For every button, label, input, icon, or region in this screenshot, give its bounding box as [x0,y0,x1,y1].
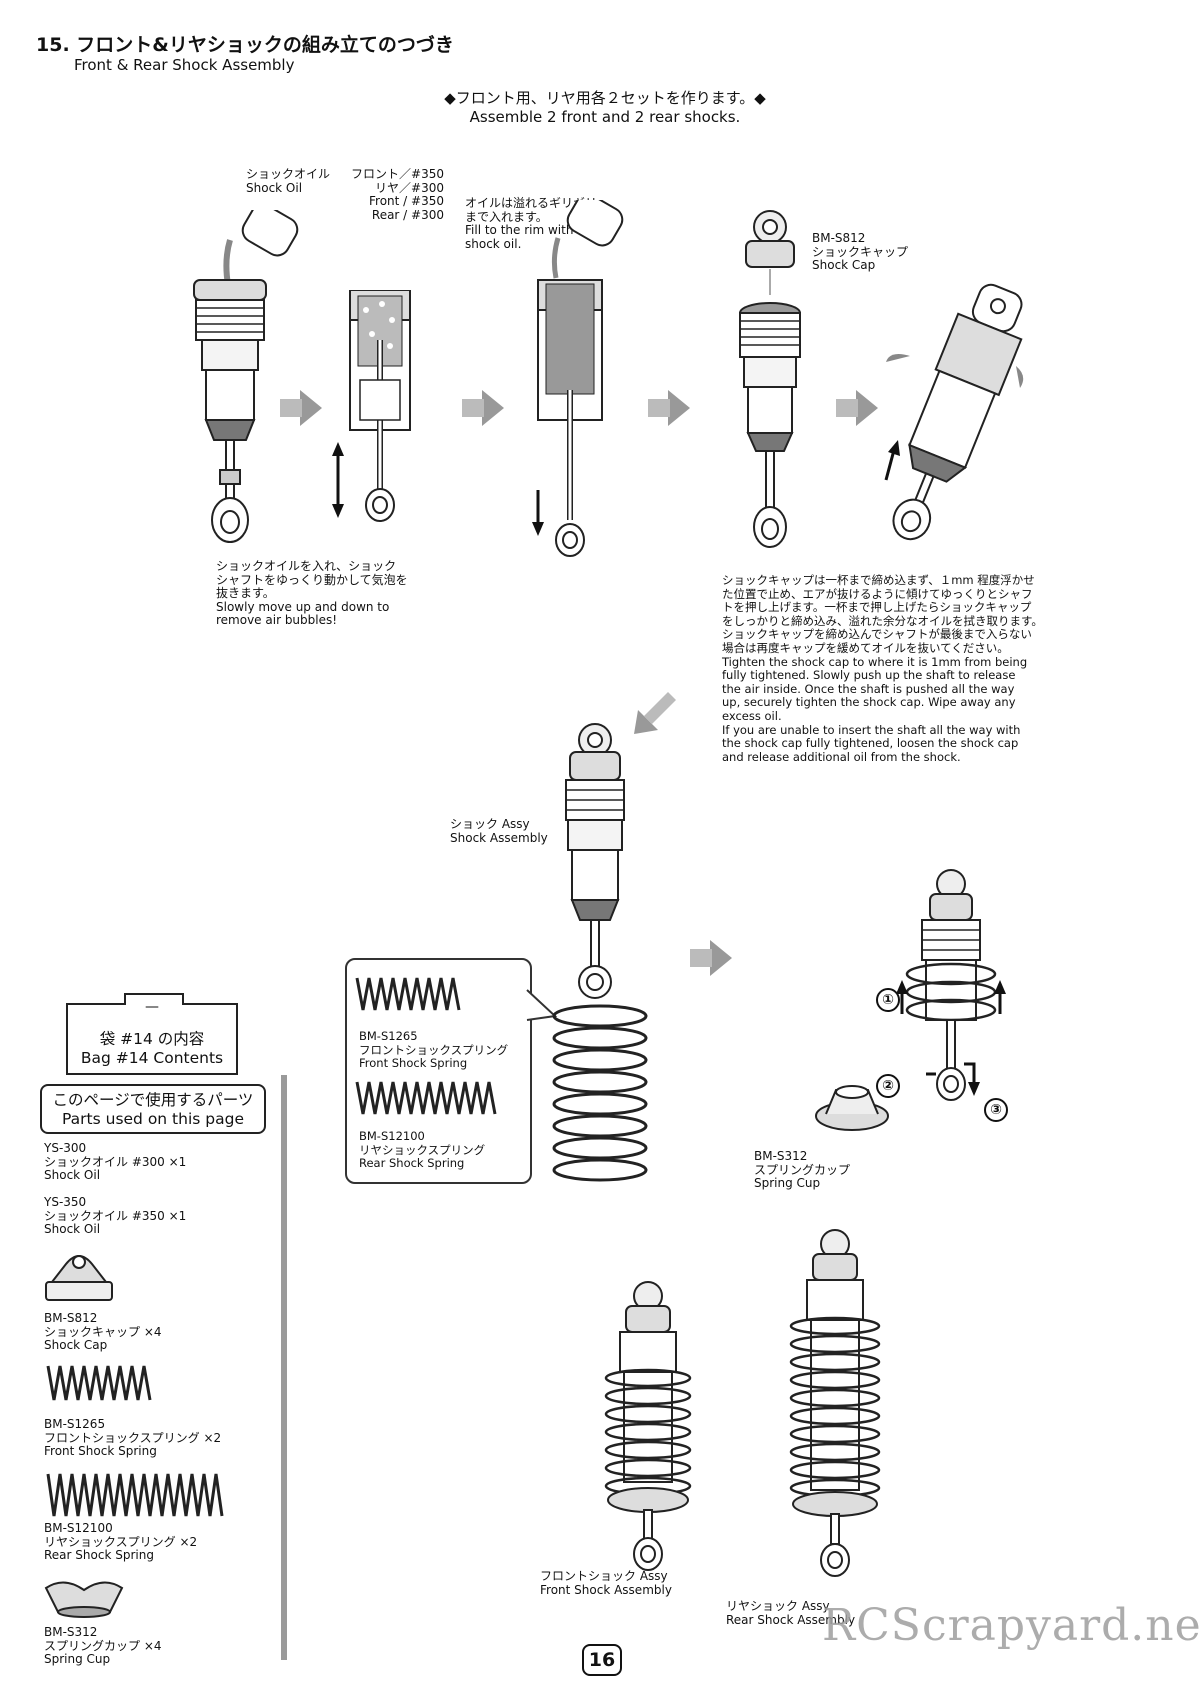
assembly-note-jp: ◆フロント用、リヤ用各２セットを作ります。◆ [444,89,766,107]
rear-spring-part-icon [46,1473,224,1517]
part-item-bm-s812: BM-S812 ショックキャップ ×4 Shock Cap [44,1311,162,1352]
assembly-note: ◆フロント用、リヤ用各２セットを作ります。◆ Assemble 2 front … [300,89,910,127]
part-item-ys300: YS-300 ショックオイル #300 ×1 Shock Oil [44,1141,187,1182]
bag-title-jp: 袋 #14 の内容 [99,1030,205,1048]
spring-cup-illustration [815,1085,889,1131]
parts-title-en: Parts used on this page [62,1110,244,1128]
page-number: 16 [582,1644,622,1676]
parts-used-box: このページで使用するパーツ Parts used on this page [40,1084,266,1134]
step-arrow-5 [690,940,732,976]
fill-note: オイルは溢れるギリギリ まで入れます。 Fill to the rim with… [465,196,598,251]
front-shock-assembly-label: フロントショック Assy Front Shock Assembly [540,1569,672,1597]
page-subtitle: Front & Rear Shock Assembly [74,56,295,74]
front-shock-finished-illustration [604,1281,692,1571]
spring-install-illustration [896,869,1006,1101]
part-item-ys350: YS-350 ショックオイル #350 ×1 Shock Oil [44,1195,187,1236]
watermark: RCScrapyard.net [822,1600,1200,1651]
bubble-instructions: ショックオイルを入れ、ショック シャフトをゆっくり動かして気泡を 抜きます。 S… [216,559,408,627]
page-title: 15. フロント&リヤショックの組み立てのつづき [36,34,454,56]
sidebar-divider [281,1075,287,1660]
oil-spec-label: フロント／#350 リヤ／#300 Front / #350 Rear / #3… [351,167,444,222]
step-arrow-diagonal [634,692,676,734]
shock-cap-label: BM-S812 ショックキャップ Shock Cap [812,231,909,272]
front-spring-label: BM-S1265 フロントショックスプリング Front Shock Sprin… [359,1029,509,1070]
shock-with-cap-illustration [739,210,801,548]
spring-callout: BM-S1265 フロントショックスプリング Front Shock Sprin… [345,958,532,1184]
shock-oil-label: ショックオイル Shock Oil [246,167,331,195]
step-3-marker: ③ [984,1098,1008,1122]
spring-cup-label: BM-S312 スプリングカップ Spring Cup [754,1149,851,1190]
shock-cap-part-icon [45,1255,113,1301]
part-item-bm-s312: BM-S312 スプリングカップ ×4 Spring Cup [44,1625,162,1666]
cap-instructions: ショックキャップは一杯まで締め込まず、１mm 程度浮かせ た位置で止め、エアが抜… [722,573,1043,764]
rear-spring-icon [355,1081,497,1115]
bag-dash: — [145,999,159,1015]
shock-assembly-label: ショック Assy Shock Assembly [450,817,548,845]
rear-shock-assembly-label: リヤショック Assy Rear Shock Assembly [726,1599,856,1627]
part-item-bm-s1265: BM-S1265 フロントショックスプリング ×2 Front Shock Sp… [44,1417,222,1458]
step-2-marker: ② [876,1074,900,1098]
spring-cup-part-icon [44,1581,124,1618]
step-arrow-1 [280,390,322,426]
step-arrow-3 [648,390,690,426]
step-1-marker: ① [876,988,900,1012]
shock-tilted-illustration [884,283,1024,541]
front-spring-part-icon [46,1365,152,1401]
part-item-bm-s12100: BM-S12100 リヤショックスプリング ×2 Rear Shock Spri… [44,1521,198,1562]
shock-assembly-illustration [565,723,625,999]
front-spring-icon [355,977,461,1011]
rear-shock-finished-illustration [789,1229,881,1577]
step-arrow-4 [836,390,878,426]
parts-title-jp: このページで使用するパーツ [52,1091,254,1109]
assembly-note-en: Assemble 2 front and 2 rear shocks. [469,108,741,126]
shock-filled-to-rim-illustration [532,200,624,557]
step-arrow-2 [462,390,504,426]
spring-illustration [552,1004,648,1182]
bag-box-tab [124,993,184,1005]
bag-contents-box: — 袋 #14 の内容 Bag #14 Contents [66,993,238,1075]
bag-title-en: Bag #14 Contents [80,1049,224,1067]
rear-spring-label: BM-S12100 リヤショックスプリング Rear Shock Spring [359,1129,486,1170]
shock-cutaway-updown-illustration [332,290,411,522]
shock-body-filling-illustration [193,210,299,543]
